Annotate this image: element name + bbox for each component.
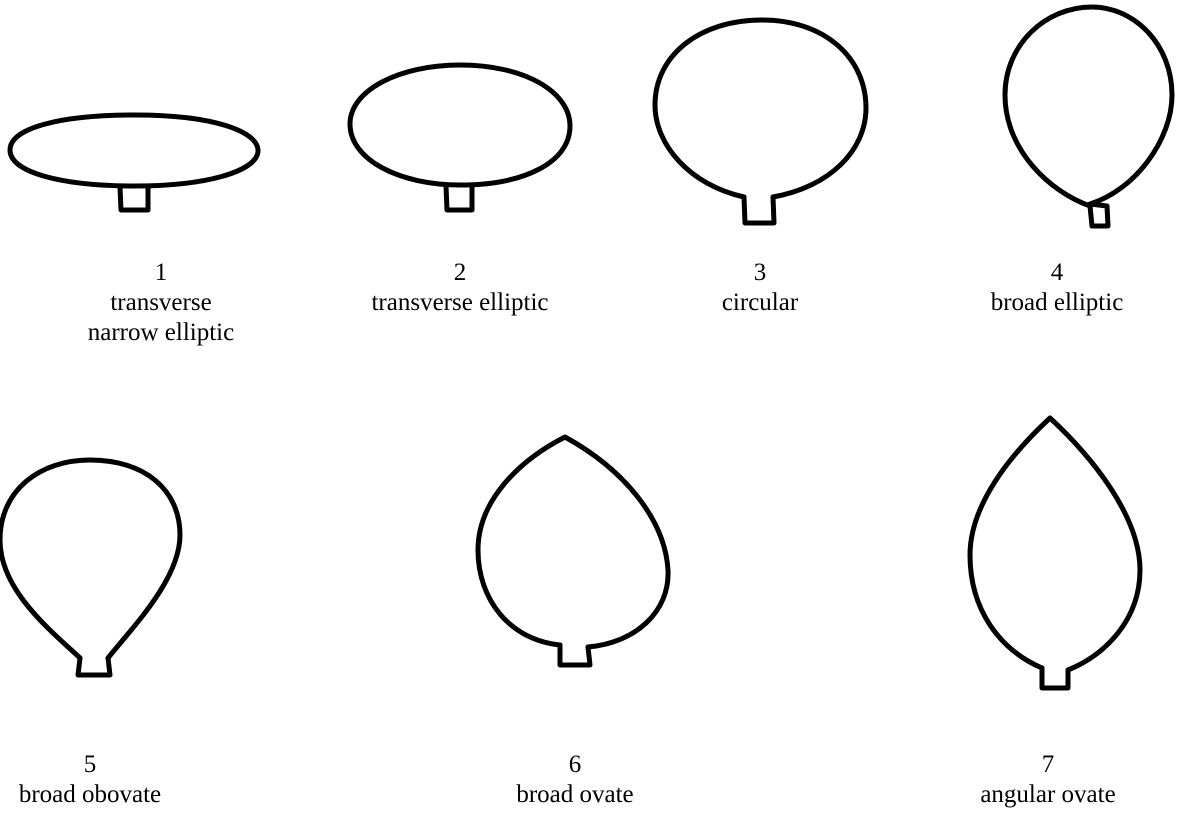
shape-name-line: angular ovate [918, 780, 1178, 810]
caption-3: 3 circular [630, 258, 890, 318]
shape-name-line: broad obovate [0, 780, 220, 810]
caption-6: 6 broad ovate [445, 750, 705, 810]
shape-name-line: narrow elliptic [31, 318, 291, 348]
shape-number: 7 [918, 750, 1178, 780]
leaf-shape-5-broad-obovate [0, 460, 180, 675]
shape-number: 3 [630, 258, 890, 288]
leaf-shape-1-transverse-narrow-elliptic [10, 115, 258, 210]
leaf-shape-6-broad-ovate [478, 437, 668, 665]
shape-name-line: transverse [31, 288, 291, 318]
shape-number: 6 [445, 750, 705, 780]
shape-name-line: broad ovate [445, 780, 705, 810]
leaf-shape-3-circular [655, 20, 866, 223]
shape-name-line: broad elliptic [927, 288, 1187, 318]
shape-name-line: circular [630, 288, 890, 318]
shape-name-line: transverse elliptic [330, 288, 590, 318]
caption-7: 7 angular ovate [918, 750, 1178, 810]
shape-number: 1 [31, 258, 291, 288]
shape-number: 4 [927, 258, 1187, 288]
caption-5: 5 broad obovate [0, 750, 220, 810]
leaf-shape-7-angular-ovate [970, 418, 1140, 688]
caption-1: 1 transverse narrow elliptic [31, 258, 291, 348]
caption-4: 4 broad elliptic [927, 258, 1187, 318]
leaf-shape-4-broad-elliptic [1005, 7, 1172, 226]
shape-number: 2 [330, 258, 590, 288]
leaf-shape-2-transverse-elliptic [350, 65, 570, 210]
caption-2: 2 transverse elliptic [330, 258, 590, 318]
shape-number: 5 [0, 750, 220, 780]
